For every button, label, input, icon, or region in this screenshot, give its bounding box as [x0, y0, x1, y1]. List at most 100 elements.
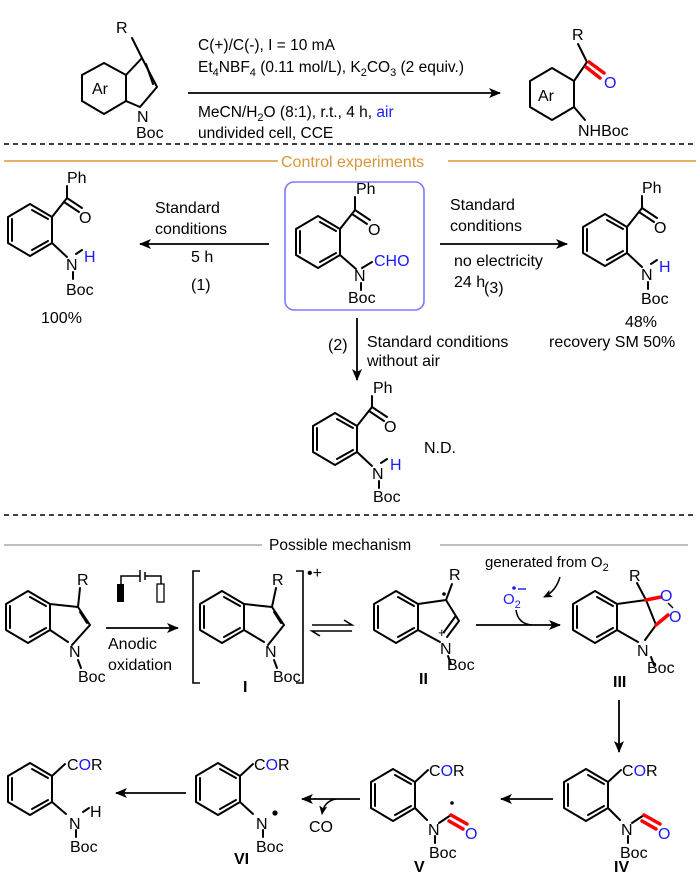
int-IV-oxygen: O: [658, 826, 670, 843]
oxidation-label: oxidation: [108, 657, 172, 674]
top-reaction: R Ar N Boc C(+)/C(-), I = 10 mA Et4NBF4 …: [81, 20, 629, 142]
sm-n: N: [354, 268, 366, 285]
exp3-product-ph: Ph: [642, 180, 662, 197]
exp3-line1: Standard: [450, 197, 515, 214]
exp1-product-h: H: [84, 249, 96, 266]
sm-ph: Ph: [356, 181, 376, 198]
int-III-boc: Boc: [647, 660, 675, 677]
exp1-product: Ph O N H Boc: [7, 170, 96, 299]
intermediate-I: R N Boc •+ I: [192, 565, 322, 696]
product-nhboc: NHBoc: [578, 123, 629, 140]
exp2-product-n: N: [372, 466, 384, 483]
final-cor: COR: [67, 757, 103, 774]
superoxide-note: generated from O2: [485, 554, 609, 574]
exp3-line3: no electricity: [454, 253, 543, 270]
radical-dot: [442, 592, 446, 596]
exp3-recovery: recovery SM 50%: [549, 334, 675, 351]
int-I-r: R: [272, 572, 284, 589]
co-loss-label: CO: [309, 819, 333, 836]
int-III-n: N: [637, 643, 649, 660]
mech-start-indole: R N Boc: [5, 572, 106, 686]
condition-air: air: [376, 104, 393, 121]
int-VI-n: N: [256, 816, 268, 833]
condition-solvent: MeCN/H2O (8:1), r.t., 4 h, air: [198, 104, 394, 124]
product-r: R: [572, 27, 584, 44]
int-I-label: I: [243, 679, 247, 696]
int-II-r: R: [449, 567, 461, 584]
int-V-label: V: [414, 859, 425, 876]
sm-oxygen: O: [368, 222, 380, 239]
exp3-time: 24 h: [454, 274, 485, 291]
reactant-n: N: [137, 109, 149, 126]
mechanism-title: Possible mechanism: [269, 537, 411, 554]
exp3-number: (3): [484, 280, 504, 297]
int-III-r: R: [629, 568, 641, 585]
condition-cell: undivided cell, CCE: [198, 125, 333, 142]
exp1-product-oxygen: O: [79, 210, 91, 227]
product-ar: Ar: [538, 88, 555, 105]
reactant-indole: R Ar N Boc: [81, 20, 164, 142]
int-II-n: N: [440, 641, 452, 658]
exp3-product: Ph O N H Boc: [582, 180, 671, 308]
exp3-product-boc: Boc: [641, 291, 669, 308]
final-boc: Boc: [70, 839, 98, 856]
int-VI-cor: COR: [254, 757, 290, 774]
nitrogen-radical-dot: [272, 810, 278, 816]
mech-start-boc: Boc: [78, 669, 106, 686]
control-experiments-title: Control experiments: [281, 154, 424, 171]
superoxide-curved-arrow: [515, 609, 533, 626]
exp3-product-n: N: [641, 267, 653, 284]
product-ketone: R Ar O NHBoc: [529, 27, 629, 140]
exp3-line2: conditions: [450, 218, 522, 235]
condition-electrolyte: Et4NBF4 (0.11 mol/L), K2CO3 (2 equiv.): [198, 59, 464, 79]
exp1-product-n: N: [66, 257, 78, 274]
exp2-number: (2): [328, 337, 348, 354]
exp1-line1: Standard: [155, 200, 220, 217]
int-V-n: N: [428, 822, 440, 839]
int-VI-boc: Boc: [256, 839, 284, 856]
anodic-label: Anodic: [108, 636, 157, 653]
equilibrium-arrows: [309, 619, 355, 637]
superoxide-source-arrow: [543, 576, 561, 598]
int-III-o1: O: [660, 588, 672, 605]
exp2-product-ph: Ph: [373, 380, 393, 397]
reactant-r: R: [116, 20, 128, 37]
int-V-cor: COR: [429, 763, 465, 780]
int-IV-n: N: [621, 822, 633, 839]
co-loss-curved-arrow: [319, 798, 337, 815]
int-II-label: II: [419, 671, 428, 688]
control-experiments-section: Control experiments Ph O N CHO Boc Stand…: [4, 154, 696, 506]
mech-start-r: R: [77, 572, 89, 589]
exp3-yield: 48%: [625, 314, 657, 331]
acyl-radical-dot: [450, 801, 454, 805]
sm-boc: Boc: [348, 290, 376, 307]
intermediate-VI: COR N Boc VI: [195, 757, 290, 868]
int-IV-label: IV: [614, 859, 629, 876]
superoxide-symbol: O2: [503, 591, 521, 611]
exp2-product-h: H: [390, 457, 402, 474]
mech-start-n: N: [69, 644, 81, 661]
int-V-boc: Boc: [429, 845, 457, 862]
int-IV-boc: Boc: [620, 845, 648, 862]
final-h: H: [90, 804, 102, 821]
starting-material-box: [284, 181, 425, 311]
exp1-product-boc: Boc: [66, 282, 94, 299]
sm-cho: CHO: [374, 253, 410, 270]
reactant-ar: Ar: [92, 81, 109, 98]
int-V-oxygen: O: [465, 826, 477, 843]
exp2-line1: Standard conditions: [367, 334, 508, 351]
product-oxygen: O: [604, 75, 616, 92]
mechanism-section: Possible mechanism R N Boc Anod: [4, 537, 688, 876]
intermediate-III: R O O N Boc III: [572, 568, 681, 691]
electrochemical-cell-icon: [117, 570, 165, 603]
final-n: N: [69, 816, 81, 833]
int-III-label: III: [613, 674, 626, 691]
reactant-boc: Boc: [136, 125, 164, 142]
exp3-product-h: H: [659, 259, 671, 276]
exp2-product-boc: Boc: [373, 489, 401, 506]
int-II-plus: +: [438, 625, 446, 640]
int-I-boc: Boc: [273, 669, 301, 686]
int-VI-label: VI: [234, 851, 249, 868]
exp3-product-oxygen: O: [654, 220, 666, 237]
